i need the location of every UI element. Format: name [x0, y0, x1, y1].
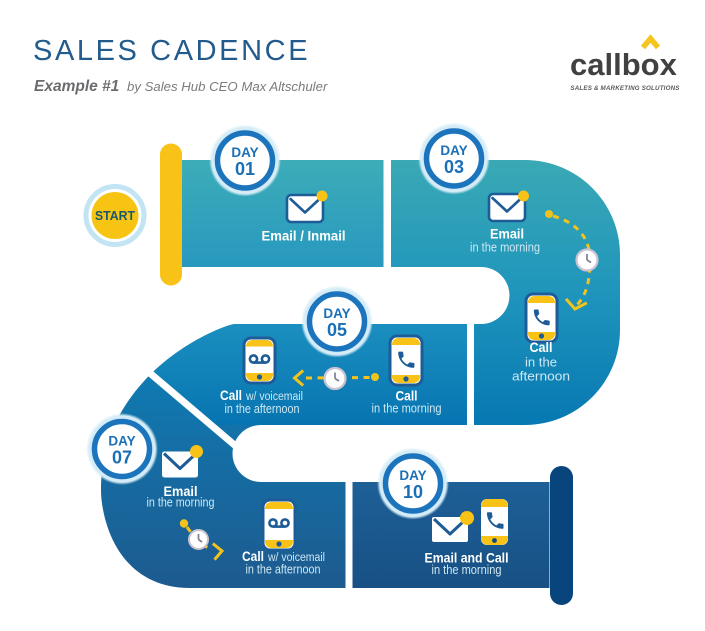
svg-text:in the: in the	[525, 356, 557, 370]
svg-text:DAY: DAY	[108, 434, 135, 449]
svg-text:DAY: DAY	[231, 145, 258, 160]
svg-text:in the afternoon: in the afternoon	[246, 563, 321, 577]
svg-text:Email: Email	[490, 226, 524, 242]
svg-text:callbox: callbox	[570, 47, 678, 82]
svg-text:in the morning: in the morning	[470, 241, 540, 255]
svg-text:in the morning: in the morning	[147, 496, 215, 510]
svg-text:Call: Call	[396, 388, 418, 404]
svg-text:01: 01	[235, 159, 255, 179]
svg-text:START: START	[95, 208, 135, 223]
svg-text:Email / Inmail: Email / Inmail	[262, 228, 346, 244]
svg-text:SALES & MARKETING SOLUTIONS: SALES & MARKETING SOLUTIONS	[570, 85, 680, 92]
svg-text:DAY: DAY	[440, 143, 467, 158]
svg-text:DAY: DAY	[323, 306, 350, 321]
svg-text:07: 07	[112, 448, 132, 468]
svg-text:Call: Call	[530, 339, 553, 355]
svg-text:in the afternoon: in the afternoon	[225, 402, 300, 416]
svg-text:Example #1: Example #1	[34, 78, 119, 95]
svg-text:Email: Email	[164, 483, 198, 499]
svg-text:05: 05	[327, 320, 347, 340]
svg-text:SALES CADENCE: SALES CADENCE	[33, 35, 310, 67]
svg-text:in the morning: in the morning	[432, 563, 502, 577]
svg-text:Email and Call: Email and Call	[425, 550, 509, 566]
svg-text:afternoon: afternoon	[512, 370, 570, 384]
svg-text:03: 03	[444, 157, 464, 177]
svg-text:10: 10	[403, 482, 423, 502]
svg-text:in the morning: in the morning	[372, 402, 442, 416]
svg-text:DAY: DAY	[399, 468, 426, 483]
svg-text:by Sales Hub CEO Max Altschule: by Sales Hub CEO Max Altschuler	[127, 79, 328, 94]
